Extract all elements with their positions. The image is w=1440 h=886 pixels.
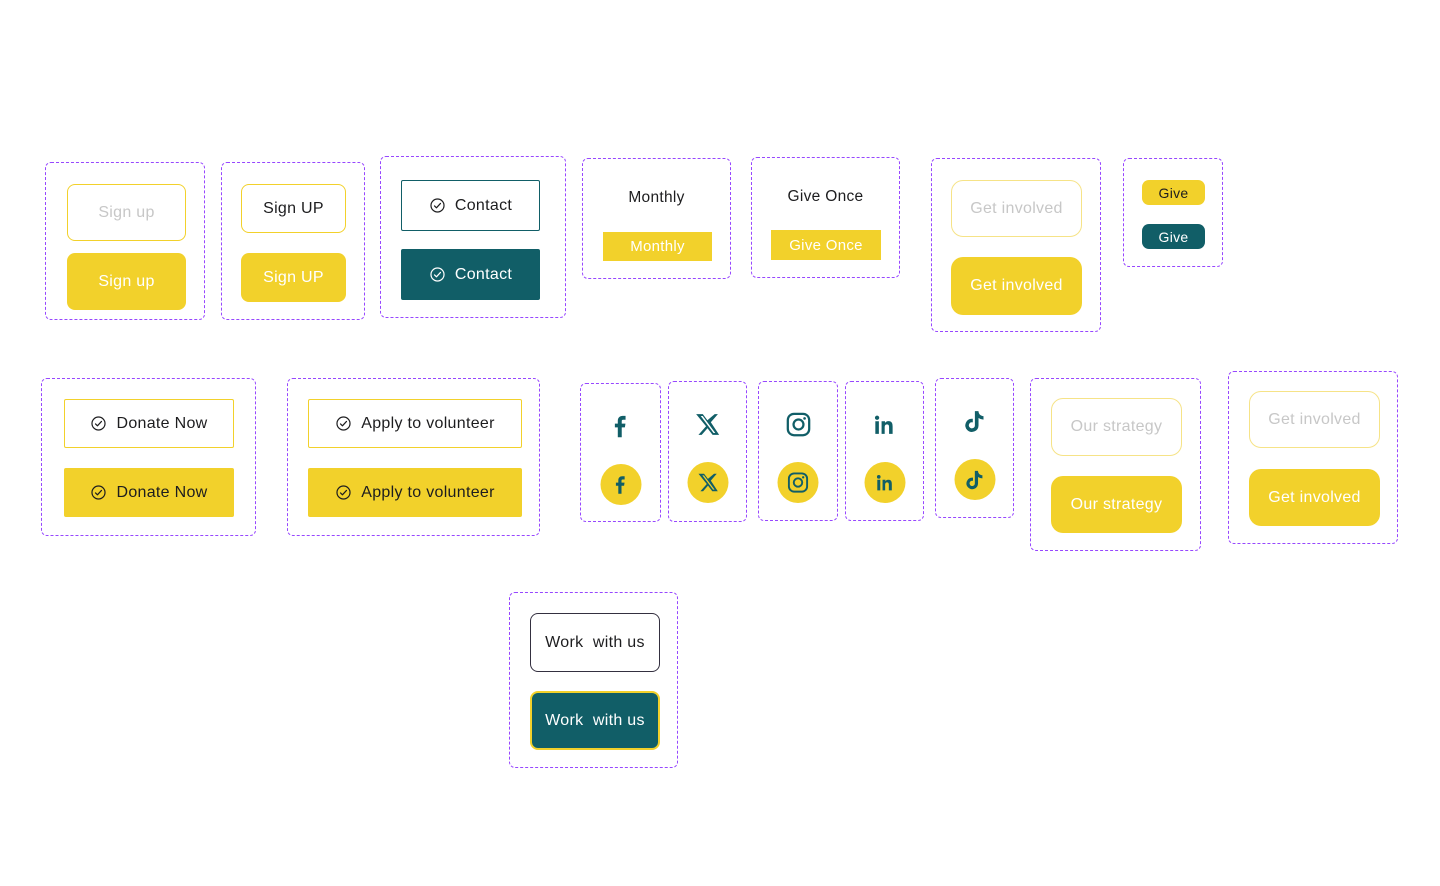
- button-label: Our strategy: [1070, 495, 1163, 513]
- check-circle-icon: [90, 415, 107, 432]
- frame-social-x: [668, 381, 747, 522]
- donate-now-button-outline[interactable]: Donate Now: [64, 399, 234, 448]
- button-label: Get involved: [1268, 410, 1361, 428]
- donate-now-button-filled[interactable]: Donate Now: [64, 468, 234, 517]
- button-label: Our strategy: [1070, 418, 1163, 435]
- monthly-heading: Monthly: [628, 189, 685, 206]
- button-label: Get involved: [970, 277, 1063, 294]
- frame-monthly: Monthly Monthly: [582, 158, 731, 279]
- get-involved-button-outline[interactable]: Get involved: [951, 180, 1082, 237]
- give-once-button-filled[interactable]: Give Once: [771, 230, 881, 260]
- tiktok-circle-icon[interactable]: [954, 459, 995, 500]
- check-circle-icon: [429, 266, 446, 283]
- instagram-circle-icon[interactable]: [777, 462, 819, 503]
- apply-to-volunteer-button-filled[interactable]: Apply to volunteer: [308, 468, 522, 517]
- button-label: Contact: [454, 265, 513, 283]
- our-strategy-button-outline[interactable]: Our strategy: [1051, 398, 1182, 456]
- our-strategy-button-filled[interactable]: Our strategy: [1051, 476, 1182, 533]
- frame-get-involved-2: Get involved Get involved: [1228, 371, 1398, 544]
- facebook-circle-icon[interactable]: [600, 464, 641, 505]
- frame-our-strategy: Our strategy Our strategy: [1030, 378, 1201, 551]
- frame-sign-up-caps: Sign UP Sign UP: [221, 162, 365, 320]
- button-label: Sign UP: [263, 268, 324, 286]
- frame-apply-to-volunteer: Apply to volunteer Apply to volunteer: [287, 378, 540, 536]
- frame-social-instagram: [758, 381, 838, 521]
- check-circle-icon: [335, 484, 352, 501]
- frame-social-linkedin: [845, 381, 924, 521]
- check-circle-icon: [335, 415, 352, 432]
- monthly-button-filled[interactable]: Monthly: [603, 232, 712, 261]
- frame-sign-up: Sign up Sign up: [45, 162, 205, 320]
- button-label: Get involved: [970, 199, 1063, 217]
- get-involved-button-filled[interactable]: Get involved: [951, 257, 1082, 315]
- work-with-us-button-filled[interactable]: Work with us: [530, 691, 660, 750]
- button-label: Donate Now: [116, 414, 208, 432]
- linkedin-icon[interactable]: [846, 404, 923, 444]
- sign-up-caps-button-outline[interactable]: Sign UP: [241, 184, 346, 233]
- instagram-icon[interactable]: [759, 404, 837, 444]
- get-involved-2-button-outline[interactable]: Get involved: [1249, 391, 1380, 448]
- frame-give: Give Give: [1123, 158, 1223, 267]
- frame-social-tiktok: [935, 378, 1014, 518]
- sign-up-button-outline[interactable]: Sign up: [67, 184, 186, 241]
- button-label: Contact: [454, 196, 513, 214]
- button-label: Donate Now: [116, 483, 208, 501]
- sign-up-caps-button-filled[interactable]: Sign UP: [241, 253, 346, 302]
- frame-social-facebook: [580, 383, 661, 522]
- work-with-us-button-outline[interactable]: Work with us: [530, 613, 660, 672]
- button-label: Apply to volunteer: [361, 414, 495, 432]
- button-label: Sign up: [98, 272, 155, 290]
- give-once-heading: Give Once: [787, 188, 864, 205]
- button-label: Sign up: [98, 203, 155, 221]
- frame-work-with-us: Work with us Work with us: [509, 592, 678, 768]
- apply-to-volunteer-button-outline[interactable]: Apply to volunteer: [308, 399, 522, 448]
- facebook-icon[interactable]: [581, 406, 660, 446]
- give-button-teal[interactable]: Give: [1142, 224, 1205, 249]
- check-circle-icon: [429, 197, 446, 214]
- button-label: Give: [1158, 228, 1189, 245]
- frame-contact: Contact Contact: [380, 156, 566, 318]
- x-icon[interactable]: [669, 404, 746, 444]
- button-label: Work with us: [545, 633, 645, 651]
- get-involved-2-button-filled[interactable]: Get involved: [1249, 469, 1380, 526]
- give-button-yellow[interactable]: Give: [1142, 180, 1205, 205]
- button-label: Monthly: [630, 238, 685, 255]
- tiktok-icon[interactable]: [936, 401, 1013, 441]
- button-label: Give: [1158, 184, 1189, 201]
- frame-donate-now: Donate Now Donate Now: [41, 378, 256, 536]
- sign-up-button-filled[interactable]: Sign up: [67, 253, 186, 310]
- button-label: Sign UP: [263, 199, 324, 217]
- frame-give-once: Give Once Give Once: [751, 157, 900, 278]
- contact-button-filled[interactable]: Contact: [401, 249, 540, 300]
- frame-get-involved: Get involved Get involved: [931, 158, 1101, 332]
- button-label: Get involved: [1268, 488, 1361, 506]
- x-circle-icon[interactable]: [687, 462, 728, 503]
- button-label: Give Once: [789, 236, 863, 254]
- contact-button-outline[interactable]: Contact: [401, 180, 540, 231]
- check-circle-icon: [90, 484, 107, 501]
- button-label: Work with us: [545, 711, 645, 729]
- button-label: Apply to volunteer: [361, 483, 495, 501]
- linkedin-circle-icon[interactable]: [864, 462, 905, 503]
